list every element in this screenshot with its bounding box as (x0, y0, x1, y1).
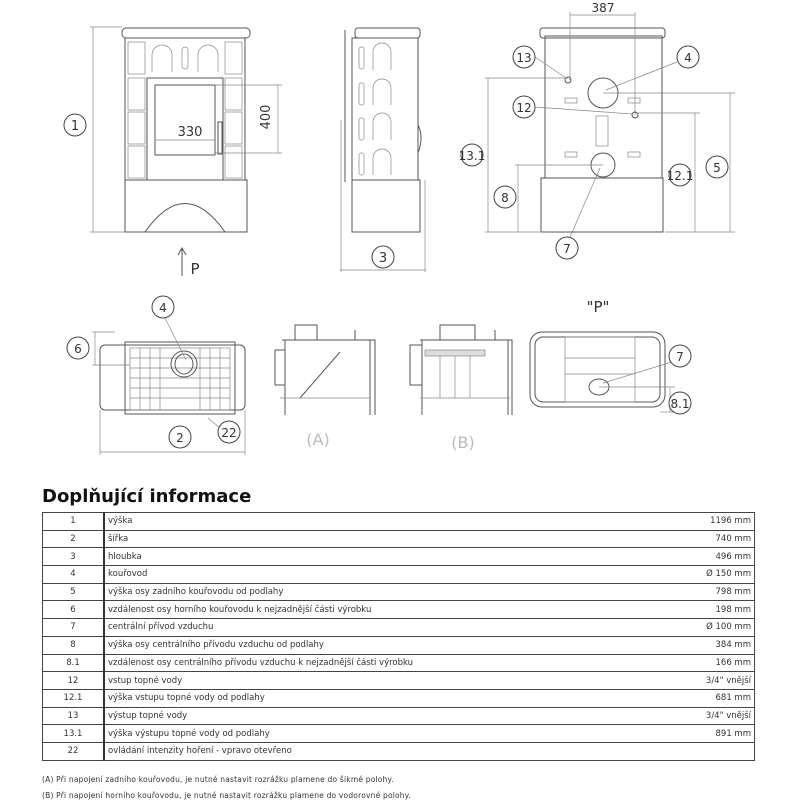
view-p-title: "P" (587, 298, 610, 316)
label-top-4: 4 (159, 301, 167, 315)
cell-num: 7 (42, 618, 105, 637)
label-13-1: 13.1 (459, 149, 486, 163)
top-view: 4 6 2 22 (66, 295, 246, 455)
cell-value: 384 mm (662, 635, 756, 655)
label-8-1: 8.1 (670, 397, 689, 411)
cell-value: 3/4" vnější (662, 671, 756, 690)
label-400: 400 (259, 105, 274, 130)
side-view: 3 (340, 27, 426, 272)
cell-desc: vzdálenost osy horního kouřovodu k nejza… (103, 600, 663, 620)
cell-value: 3/4" vnější (662, 706, 756, 726)
cell-num: 6 (42, 600, 105, 620)
cell-value: 740 mm (662, 529, 756, 549)
cell-value: 496 mm (662, 547, 756, 567)
cell-desc: ovládání intenzity hoření - vpravo otevř… (103, 741, 663, 761)
cell-desc: výška vstupu topné vody od podlahy (103, 688, 663, 708)
cell-value: 198 mm (662, 600, 756, 620)
section-b: (B) (409, 324, 513, 452)
cell-num: 12.1 (42, 688, 105, 708)
cell-desc: centrální přívod vzduchu (103, 618, 663, 637)
rear-view: 387 13 4 12 13.1 8 7 12.1 5 (459, 1, 735, 260)
cell-value: Ø 150 mm (662, 565, 756, 584)
cell-num: 13 (42, 706, 105, 726)
cell-num: 4 (42, 565, 105, 584)
cell-desc: vzdálenost osy centrálního přívodu vzduc… (103, 653, 663, 673)
label-12: 12 (516, 101, 531, 115)
cell-desc: šířka (103, 529, 663, 549)
label-387: 387 (592, 1, 615, 15)
label-13: 13 (516, 51, 531, 65)
cell-num: 8 (42, 635, 105, 655)
cell-num: 5 (42, 582, 105, 602)
cell-value (662, 741, 756, 761)
note-b: (B) Při napojení horního kouřovodu, je n… (42, 791, 411, 800)
cell-desc: hloubka (103, 547, 663, 567)
cell-value: 681 mm (662, 688, 756, 708)
section-a: (A) (274, 324, 376, 449)
view-arrow-p-label: P (190, 260, 199, 278)
cell-num: 1 (42, 512, 105, 531)
cell-value: Ø 100 mm (662, 618, 756, 637)
cell-desc: výška osy zadního kouřovodu od podlahy (103, 582, 663, 602)
label-4: 4 (684, 51, 692, 65)
cell-num: 13.1 (42, 724, 105, 743)
label-6: 6 (74, 342, 82, 356)
cell-num: 22 (42, 741, 105, 761)
label-7: 7 (563, 242, 571, 256)
cell-desc: výška osy centrálního přívodu vzduchu od… (103, 635, 663, 655)
cell-desc: kouřovod (103, 565, 663, 584)
label-12-1: 12.1 (667, 169, 694, 183)
cell-desc: vstup topné vody (103, 671, 663, 690)
note-a: (A) Při napojení zadního kouřovodu, je n… (42, 775, 394, 784)
label-5: 5 (713, 161, 721, 175)
cell-num: 12 (42, 671, 105, 690)
cell-desc: výška (103, 512, 663, 531)
cell-num: 8.1 (42, 653, 105, 673)
label-2: 2 (176, 431, 184, 445)
cell-desc: výstup topné vody (103, 706, 663, 726)
cell-num: 2 (42, 529, 105, 549)
label-1: 1 (71, 119, 79, 134)
front-view: 1 330 400 P (63, 26, 282, 278)
section-a-label: (A) (306, 430, 329, 449)
view-p: "P" 7 8.1 (529, 298, 692, 415)
cell-value: 166 mm (662, 653, 756, 673)
label-330: 330 (178, 125, 203, 140)
label-8: 8 (501, 191, 509, 205)
label-3: 3 (379, 251, 387, 266)
label-p-7: 7 (676, 350, 684, 364)
technical-drawing: 1 330 400 P 3 387 (63, 1, 735, 455)
cell-value: 891 mm (662, 724, 756, 743)
cell-desc: výška výstupu topné vody od podlahy (103, 724, 663, 743)
cell-value: 798 mm (662, 582, 756, 602)
section-b-label: (B) (451, 433, 474, 452)
cell-num: 3 (42, 547, 105, 567)
cell-value: 1196 mm (662, 512, 756, 531)
label-22: 22 (221, 426, 236, 440)
section-heading: Doplňující informace (42, 486, 252, 507)
